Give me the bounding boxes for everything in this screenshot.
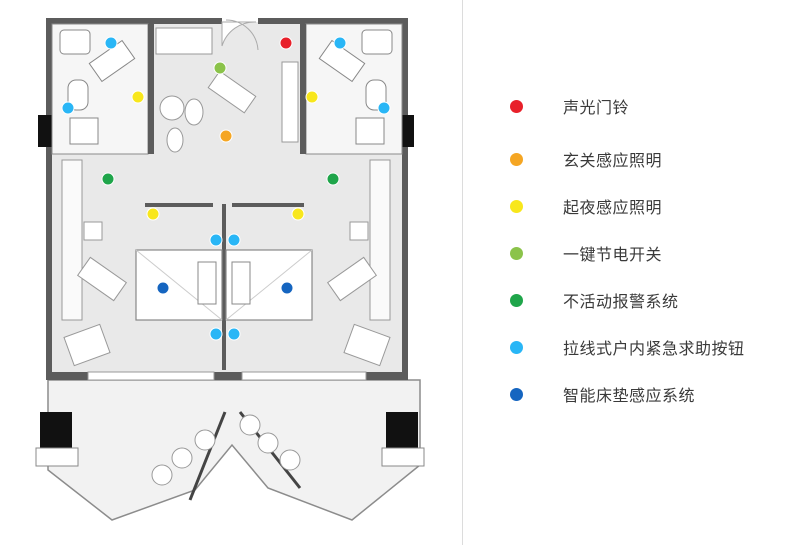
bathroom-left <box>51 23 154 155</box>
entry-furniture <box>155 27 299 153</box>
balcony <box>35 379 425 521</box>
markers-night-light <box>131 90 319 221</box>
legend-item-mattress-sensor: 智能床垫感应系统 <box>510 382 695 406</box>
markers-inactivity <box>101 172 340 186</box>
emergency-button-marker <box>227 233 241 247</box>
legend-label-emergency-button: 拉线式户内紧急求助按钮 <box>563 339 745 358</box>
markers-entry-light <box>219 129 233 143</box>
night-light-marker <box>146 207 160 221</box>
armchairs <box>63 221 391 367</box>
markers-emergency <box>61 36 391 341</box>
emergency-button-marker <box>209 327 223 341</box>
entry-light-marker <box>219 129 233 143</box>
mattress-sensor-marker <box>280 281 294 295</box>
entrance-door <box>221 19 259 51</box>
legend-item-entry-light: 玄关感应照明 <box>510 147 662 171</box>
balcony-pillar-left <box>40 412 72 450</box>
bathroom-right <box>300 23 403 155</box>
markers-doorbell <box>279 36 293 50</box>
divider-line <box>462 0 463 545</box>
legend-item-inactivity-alarm: 不活动报警系统 <box>510 288 679 312</box>
night-light-marker <box>291 207 305 221</box>
emergency-button-marker <box>61 101 75 115</box>
legend-dot-entry-light <box>510 152 523 166</box>
legend-dot-doorbell <box>510 99 523 113</box>
legend-item-power-switch: 一键节电开关 <box>510 241 662 265</box>
outer-walls <box>46 18 408 380</box>
legend-item-night-light: 起夜感应照明 <box>510 194 662 218</box>
windows <box>87 371 367 381</box>
night-light-marker <box>131 90 145 104</box>
partitions <box>145 203 304 370</box>
markers-power-switch <box>213 61 227 75</box>
emergency-button-marker <box>209 233 223 247</box>
legend-dot-inactivity-alarm <box>510 293 523 307</box>
legend-label-doorbell: 声光门铃 <box>563 98 630 117</box>
legend-dot-mattress-sensor <box>510 387 523 401</box>
power-switch-marker <box>213 61 227 75</box>
legend-label-entry-light: 玄关感应照明 <box>563 151 663 170</box>
legend-label-inactivity-alarm: 不活动报警系统 <box>563 292 679 311</box>
legend-item-emergency-button: 拉线式户内紧急求助按钮 <box>510 335 745 359</box>
legend-dot-power-switch <box>510 246 523 260</box>
doorbell-marker <box>279 36 293 50</box>
inactivity-alarm-marker <box>326 172 340 186</box>
balcony-pillar-right <box>386 412 418 450</box>
night-light-marker <box>305 90 319 104</box>
emergency-button-marker <box>333 36 347 50</box>
legend-label-mattress-sensor: 智能床垫感应系统 <box>563 386 696 405</box>
emergency-button-marker <box>104 36 118 50</box>
markers-mattress-sensor <box>156 281 294 295</box>
wardrobes <box>61 159 391 321</box>
bed-right <box>225 249 313 321</box>
floor-plan <box>35 18 425 521</box>
legend-label-night-light: 起夜感应照明 <box>563 198 663 217</box>
emergency-button-marker <box>377 101 391 115</box>
mattress-sensor-marker <box>156 281 170 295</box>
bed-left <box>135 249 223 321</box>
legend-dot-night-light <box>510 199 523 213</box>
inactivity-alarm-marker <box>101 172 115 186</box>
balcony-chairs <box>151 414 301 486</box>
emergency-button-marker <box>227 327 241 341</box>
legend-dot-emergency-button <box>510 340 523 354</box>
legend-label-power-switch: 一键节电开关 <box>563 245 663 264</box>
legend-item-doorbell: 声光门铃 <box>510 94 629 118</box>
